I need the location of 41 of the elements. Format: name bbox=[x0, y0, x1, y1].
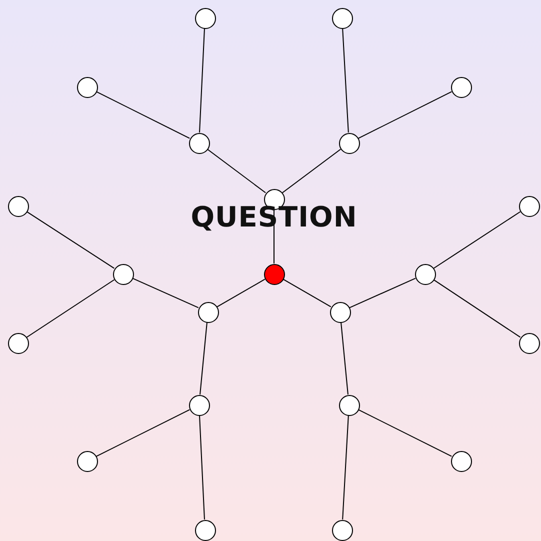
circle-node bbox=[332, 8, 352, 28]
circle-node bbox=[188, 394, 210, 416]
connector-line bbox=[282, 278, 332, 308]
connector-line bbox=[199, 28, 205, 133]
connector-line bbox=[26, 211, 115, 269]
connector-line bbox=[433, 279, 521, 338]
connector-line bbox=[96, 91, 190, 139]
circle-node bbox=[194, 520, 216, 540]
connector-line bbox=[433, 211, 521, 269]
connector-line bbox=[206, 148, 266, 194]
circle-node bbox=[8, 196, 28, 216]
circle-node bbox=[338, 394, 360, 416]
circle-node bbox=[76, 76, 98, 98]
connector-line bbox=[199, 415, 205, 520]
circle-node bbox=[188, 132, 210, 154]
circle-node bbox=[198, 302, 218, 322]
connector-line bbox=[358, 409, 452, 457]
connector-line bbox=[200, 322, 208, 396]
circle-node bbox=[414, 264, 436, 284]
circle-node bbox=[264, 264, 284, 284]
circle-node bbox=[112, 264, 134, 284]
circle-node bbox=[8, 332, 28, 354]
connector-line bbox=[216, 278, 266, 308]
circle-node bbox=[518, 332, 540, 354]
connector-line bbox=[342, 414, 349, 520]
connector-line bbox=[282, 148, 342, 194]
connector-line bbox=[26, 279, 115, 338]
circle-node bbox=[76, 450, 98, 472]
connector-line bbox=[358, 91, 452, 139]
connector-line bbox=[349, 278, 416, 308]
circle-node bbox=[450, 76, 472, 98]
circle-node bbox=[338, 132, 360, 154]
connector-line bbox=[132, 278, 199, 308]
circle-node bbox=[332, 520, 352, 540]
circle-node bbox=[194, 8, 216, 28]
connector-line bbox=[340, 322, 348, 396]
connector-line bbox=[342, 28, 349, 134]
connector-line bbox=[96, 409, 190, 457]
circle-node bbox=[450, 450, 472, 472]
circle-node bbox=[330, 302, 350, 322]
circle-node bbox=[518, 196, 540, 216]
